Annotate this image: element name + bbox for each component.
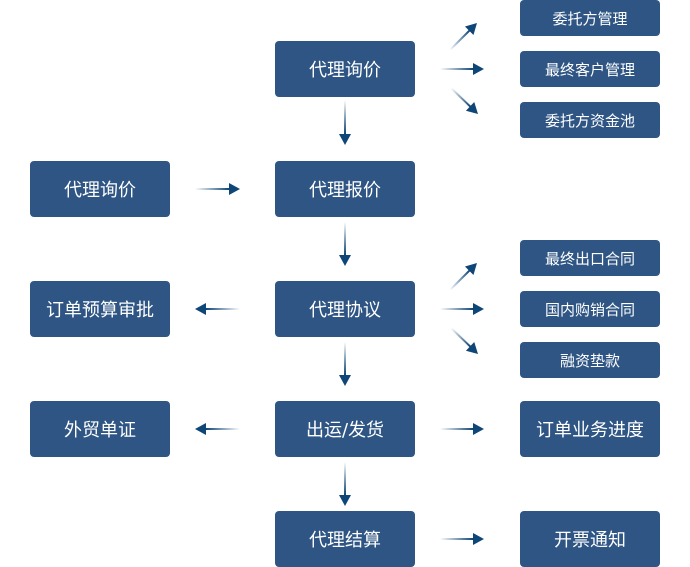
arrowhead-icon <box>473 533 484 545</box>
arrowhead-icon <box>473 423 484 435</box>
arrow-shipping-to-settlement <box>339 462 351 506</box>
arrowhead-icon <box>464 263 477 276</box>
node-label: 代理报价 <box>309 180 381 201</box>
node-order-progress[interactable]: 订单业务进度 <box>520 401 660 457</box>
arrowhead-icon <box>473 303 484 315</box>
arrowhead-icon <box>339 495 351 506</box>
arrow-inquiry-top-to-quote <box>339 100 351 145</box>
arrow-inquiry-left-to-quote <box>195 183 240 195</box>
node-label: 最终客户管理 <box>544 60 635 79</box>
node-export-contract[interactable]: 最终出口合同 <box>520 240 660 276</box>
node-agent-settlement[interactable]: 代理结算 <box>275 511 415 567</box>
arrow-agreement-to-budget-approval <box>195 303 240 315</box>
node-label: 出运/发货 <box>305 420 385 441</box>
node-client-fund-pool[interactable]: 委托方资金池 <box>520 102 660 138</box>
arrow-agreement-to-domestic-contract <box>440 303 484 315</box>
arrow-inquiry-top-to-end-customer-mgmt <box>440 63 484 75</box>
node-shipping[interactable]: 出运/发货 <box>275 401 415 457</box>
arrowhead-icon <box>473 63 484 75</box>
node-agent-inquiry[interactable]: 代理询价 <box>275 41 415 97</box>
node-label: 国内购销合同 <box>544 300 635 319</box>
arrow-shaft <box>449 29 471 51</box>
node-end-customer-management[interactable]: 最终客户管理 <box>520 51 660 87</box>
node-invoice-notice[interactable]: 开票通知 <box>520 511 660 567</box>
node-label: 订单预算审批 <box>46 300 154 321</box>
arrowhead-icon <box>195 423 206 435</box>
node-domestic-contract[interactable]: 国内购销合同 <box>520 291 660 327</box>
arrow-inquiry-top-to-client-mgmt <box>449 23 477 51</box>
arrowhead-icon <box>339 255 351 266</box>
node-agent-quote[interactable]: 代理报价 <box>275 161 415 217</box>
node-order-budget-approval[interactable]: 订单预算审批 <box>30 281 170 337</box>
arrow-shaft <box>450 87 472 108</box>
node-label: 委托方资金池 <box>544 111 635 130</box>
node-agent-inquiry-left[interactable]: 代理询价 <box>30 161 170 217</box>
arrow-shaft <box>449 269 471 291</box>
arrow-agreement-to-financing <box>450 327 478 354</box>
node-label: 委托方管理 <box>552 9 628 28</box>
node-label: 代理询价 <box>64 180 136 201</box>
node-trade-documents[interactable]: 外贸单证 <box>30 401 170 457</box>
arrow-inquiry-top-to-client-fund-pool <box>450 87 478 114</box>
node-client-management[interactable]: 委托方管理 <box>520 0 660 36</box>
arrowhead-icon <box>465 342 478 354</box>
arrowhead-icon <box>339 134 351 145</box>
node-financing-advance[interactable]: 融资垫款 <box>520 342 660 378</box>
arrowhead-icon <box>339 375 351 386</box>
arrow-shipping-to-order-progress <box>440 423 484 435</box>
arrow-shaft <box>450 327 472 348</box>
arrow-shipping-to-trade-docs <box>195 423 240 435</box>
node-label: 代理协议 <box>309 300 381 321</box>
node-label: 代理询价 <box>309 60 381 81</box>
node-label: 订单业务进度 <box>536 420 644 441</box>
arrowhead-icon <box>195 303 206 315</box>
arrowhead-icon <box>464 23 477 36</box>
node-label: 融资垫款 <box>559 351 620 370</box>
node-label: 开票通知 <box>554 530 626 551</box>
arrow-agreement-to-shipping <box>339 342 351 386</box>
node-agent-agreement[interactable]: 代理协议 <box>275 281 415 337</box>
arrow-quote-to-agreement <box>339 222 351 266</box>
node-label: 外贸单证 <box>64 420 136 441</box>
arrow-settlement-to-invoice-notice <box>440 533 484 545</box>
arrowhead-icon <box>465 102 478 114</box>
arrowhead-icon <box>229 183 240 195</box>
arrow-agreement-to-export-contract <box>449 263 477 291</box>
node-label: 代理结算 <box>309 530 381 551</box>
node-label: 最终出口合同 <box>544 249 635 268</box>
